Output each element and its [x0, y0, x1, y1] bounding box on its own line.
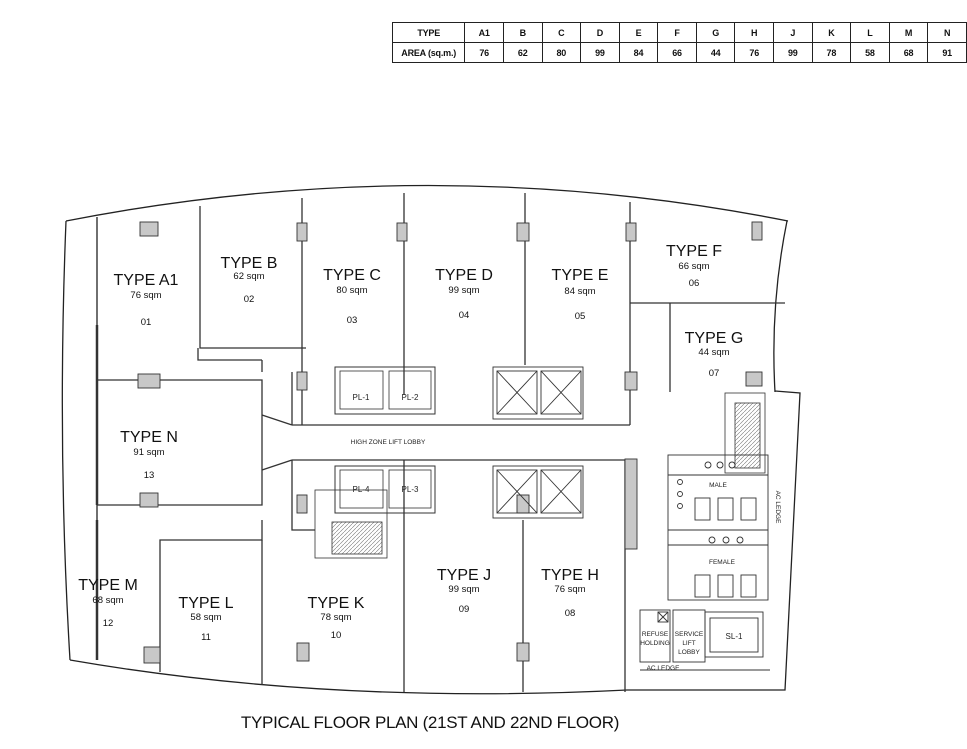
unit-type: TYPE A1: [114, 272, 179, 289]
unit-number: 13: [144, 470, 155, 481]
unit-walls: [95, 193, 785, 692]
unit-label-08: TYPE H 76 sqm 08: [541, 567, 599, 619]
unit-area: 68 sqm: [92, 595, 123, 606]
table-cell-area: 91: [927, 42, 967, 63]
lift-lobby-label: HIGH ZONE LIFT LOBBY: [351, 439, 426, 446]
unit-area-table: TYPE A1 B C D E F G H J K L M N AREA (sq…: [391, 22, 967, 63]
unit-number: 07: [709, 368, 720, 379]
unit-type: TYPE D: [435, 267, 493, 284]
lift-label-pl4: PL-4: [353, 485, 370, 494]
unit-number: 02: [244, 294, 255, 305]
table-row-type: TYPE A1 B C D E F G H J K L M N: [391, 22, 967, 43]
unit-area: 99 sqm: [448, 285, 479, 296]
unit-number: 11: [201, 632, 211, 643]
unit-area: 91 sqm: [133, 447, 164, 458]
unit-label-04: TYPE D 99 sqm 04: [435, 267, 493, 321]
table-cell-area: 44: [695, 42, 736, 63]
staircase: [314, 392, 766, 559]
unit-label-03: TYPE C 80 sqm 03: [323, 267, 381, 326]
unit-number: 08: [565, 608, 576, 619]
refuse-label-1: REFUSE: [642, 631, 669, 638]
unit-number: 09: [459, 604, 470, 615]
unit-area: 84 sqm: [564, 286, 595, 297]
passenger-lifts: PL-1 PL-2 PL-4 PL-3: [334, 366, 436, 514]
male-toilet-label: MALE: [709, 482, 727, 489]
floor-plan-caption: TYPICAL FLOOR PLAN (21ST AND 22ND FLOOR): [240, 713, 620, 732]
unit-type: TYPE K: [308, 595, 365, 612]
refuse-label-2: HOLDING: [640, 640, 670, 647]
unit-number: 12: [103, 618, 114, 629]
lift-label-sl1: SL-1: [726, 632, 743, 641]
unit-type: TYPE N: [120, 429, 178, 446]
unit-label-05: TYPE E 84 sqm 05: [552, 267, 609, 322]
unit-label-13: TYPE N 91 sqm 13: [120, 429, 178, 481]
toilet-block: [667, 454, 769, 601]
unit-number: 06: [689, 278, 700, 289]
unit-number: 01: [141, 317, 152, 328]
ac-ledge-label-right: AC LEDGE: [774, 491, 781, 525]
lift-label-pl3: PL-3: [402, 485, 419, 494]
service-shafts: [492, 366, 584, 519]
unit-area: 80 sqm: [336, 285, 367, 296]
unit-label-07: TYPE G 44 sqm 07: [685, 330, 744, 379]
unit-type: TYPE E: [552, 267, 609, 284]
unit-area: 62 sqm: [233, 271, 264, 282]
unit-type: TYPE F: [666, 243, 722, 260]
lift-label-pl1: PL-1: [353, 393, 370, 402]
lift-label-pl2: PL-2: [402, 393, 419, 402]
unit-type: TYPE L: [178, 595, 233, 612]
unit-area: 78 sqm: [320, 612, 351, 623]
service-lobby-label-3: LOBBY: [678, 649, 700, 656]
unit-area: 58 sqm: [190, 612, 221, 623]
unit-type: TYPE C: [323, 267, 381, 284]
table-header-area: AREA (sq.m.): [391, 42, 466, 63]
unit-type: TYPE M: [78, 577, 138, 594]
table-cell-area: 78: [811, 42, 852, 63]
unit-type: TYPE H: [541, 567, 599, 584]
service-lift-area: [639, 609, 770, 671]
unit-number: 04: [459, 310, 470, 321]
female-toilet-label: FEMALE: [709, 559, 736, 566]
unit-area: 76 sqm: [130, 290, 161, 301]
unit-label-01: TYPE A1 76 sqm 01: [114, 272, 179, 328]
unit-label-02: TYPE B 62 sqm 02: [221, 255, 278, 305]
unit-label-10: TYPE K 78 sqm 10: [308, 595, 365, 641]
unit-area: 44 sqm: [698, 347, 729, 358]
ac-ledge-label-bottom: AC LEDGE: [647, 665, 681, 672]
structural-columns: [137, 221, 763, 664]
table-row-area: AREA (sq.m.) 76 62 80 99 84 66 44 76 99 …: [391, 42, 967, 63]
service-lobby-label-1: SERVICE: [675, 631, 704, 638]
unit-type: TYPE J: [437, 567, 491, 584]
unit-number: 03: [347, 315, 358, 326]
service-lobby-label-2: LIFT: [682, 640, 695, 647]
table-cell-area: 76: [464, 42, 504, 63]
unit-number: 05: [575, 311, 586, 322]
unit-label-09: TYPE J 99 sqm 09: [437, 567, 491, 615]
unit-number: 10: [331, 630, 342, 641]
unit-label-06: TYPE F 66 sqm 06: [666, 243, 722, 289]
table-cell-type: N: [927, 22, 967, 43]
unit-type: TYPE G: [685, 330, 744, 347]
unit-area: 76 sqm: [554, 584, 585, 595]
unit-area: 66 sqm: [678, 261, 709, 272]
unit-label-11: TYPE L 58 sqm 11: [178, 595, 233, 643]
unit-area: 99 sqm: [448, 584, 479, 595]
unit-label-12: TYPE M 68 sqm 12: [78, 577, 138, 629]
unit-type: TYPE B: [221, 255, 278, 272]
